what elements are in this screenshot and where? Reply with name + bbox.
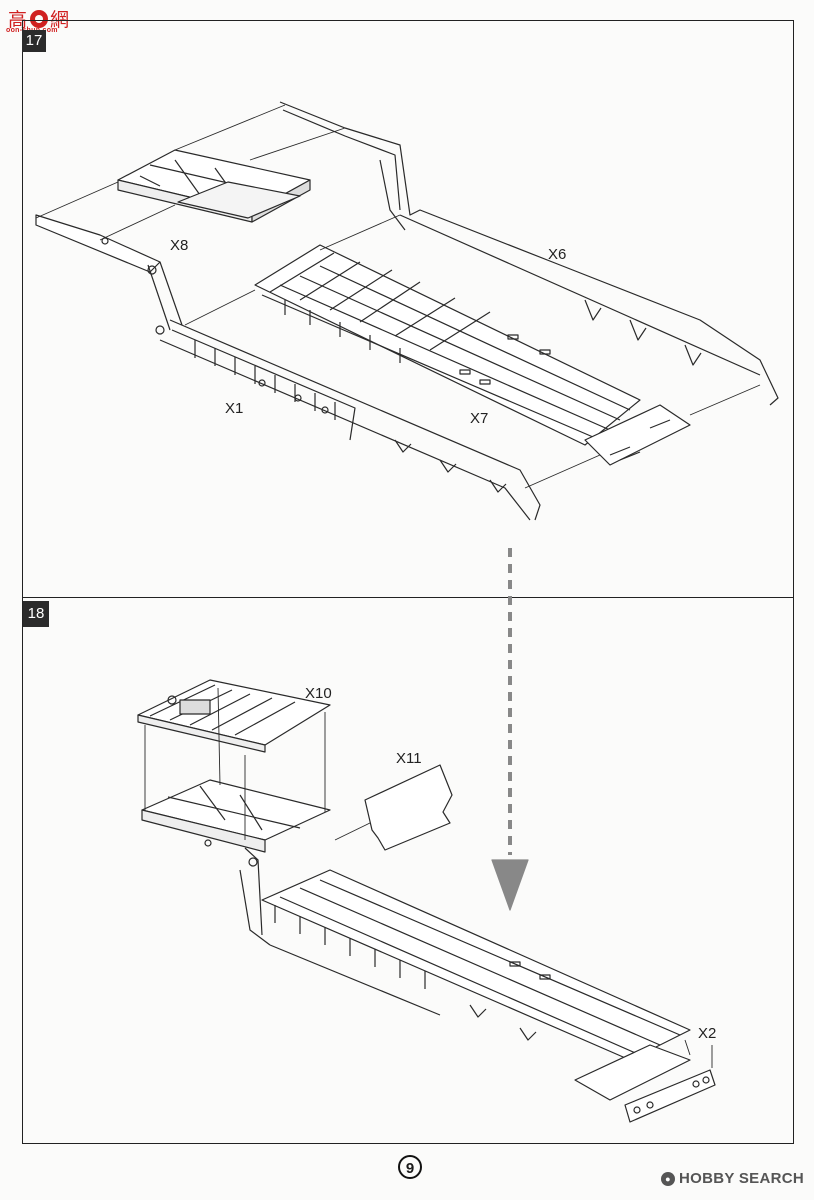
gooseneck-front <box>35 214 183 335</box>
instruction-frame <box>22 20 794 1144</box>
hobby-search-watermark: ●HOBBY SEARCH <box>660 1170 804 1187</box>
x10-guide-lines <box>144 687 373 841</box>
part-label-x1: X1 <box>225 400 244 417</box>
watermark-icon: ● <box>660 1172 675 1187</box>
part-label-x11: X11 <box>396 750 422 767</box>
step-17-badge: 17 <box>22 30 46 52</box>
step-divider <box>22 597 794 598</box>
x8-tray-part <box>117 149 311 223</box>
assembly-guide-lines <box>35 104 761 489</box>
part-label-x6: X6 <box>548 246 567 263</box>
part-label-x2: X2 <box>698 1025 717 1042</box>
deck-part <box>254 244 641 446</box>
step-18-drawing <box>137 679 716 1123</box>
part-label-x8: X8 <box>170 237 189 254</box>
x11-plate-part <box>364 764 453 851</box>
x6-side-rail-part <box>279 101 779 406</box>
part-label-x7: X7 <box>470 410 489 427</box>
step-18-badge: 18 <box>23 601 49 627</box>
x2-bumper-part <box>574 1039 716 1123</box>
tray-18 <box>141 779 331 853</box>
x7-ramp-part <box>459 334 691 466</box>
page-number: 9 <box>398 1155 422 1179</box>
part-label-x10: X10 <box>305 685 332 702</box>
watermark-text: HOBBY SEARCH <box>678 1170 804 1187</box>
step-17-drawing <box>35 101 779 521</box>
x10-grille-part <box>137 679 331 753</box>
x1-chassis-part <box>159 319 541 521</box>
next-step-arrow <box>491 548 529 911</box>
chassis-18 <box>239 847 691 1061</box>
